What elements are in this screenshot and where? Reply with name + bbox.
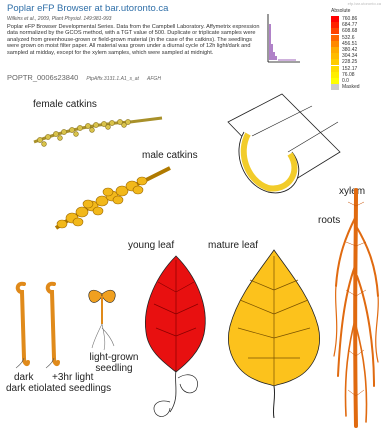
legend-swatch (331, 72, 339, 78)
legend-swatch (331, 47, 339, 53)
probe-id: PtpAffx.3131.1.A1_s_at (86, 76, 139, 82)
legend-label: 228.25 (342, 59, 357, 65)
legend-row: 456.51 (331, 41, 360, 47)
label-dark: dark (14, 372, 33, 383)
light-grown-seedling-image (84, 284, 120, 352)
legend-label: 0.0 (342, 78, 349, 84)
agi-id: AFGH (147, 76, 161, 82)
legend-swatch (331, 66, 339, 72)
label-female-catkins: female catkins (33, 99, 97, 110)
legend-row: 608.68 (331, 28, 360, 34)
male-catkins-image (50, 160, 178, 238)
label-young-leaf: young leaf (128, 240, 174, 251)
female-catkins-image (30, 112, 170, 152)
legend-label: 152.17 (342, 66, 357, 72)
legend-label: 760.86 (342, 16, 357, 22)
legend-label: 684.77 (342, 22, 357, 28)
legend-swatch (331, 22, 339, 28)
young-leaf-image (140, 252, 212, 420)
legend-swatch (331, 16, 339, 22)
legend-swatch (331, 84, 339, 90)
legend-label: 456.51 (342, 41, 357, 47)
legend-row: 228.25 (331, 59, 360, 65)
etiolated-seedlings-image (10, 278, 72, 370)
legend-label: 76.08 (342, 72, 355, 78)
label-light-grown-seedling: light-grown seedling (86, 352, 142, 374)
label-etiolated-seedlings: dark etiolated seedlings (6, 383, 111, 394)
citation: Wilkins et al., 2009, Plant Physiol. 149… (7, 16, 111, 22)
legend-row: 684.77 (331, 22, 360, 28)
xylem-stem-image (222, 92, 342, 202)
legend-title: Absolute (331, 8, 350, 14)
legend-row: 304.34 (331, 53, 360, 59)
legend-label: Masked (342, 84, 360, 90)
legend-label: 608.68 (342, 28, 357, 34)
legend-swatch (331, 28, 339, 34)
legend-row: 380.42 (331, 47, 360, 53)
legend-row: Masked (331, 84, 360, 90)
gene-info: POPTR_0006s23840 PtpAffx.3131.1.A1_s_at … (7, 73, 167, 82)
legend-swatch (331, 59, 339, 65)
watermark: efp.bar.utoronto.ca (348, 1, 381, 6)
roots-image (330, 186, 382, 434)
legend-swatch (331, 53, 339, 59)
page-title: Poplar eFP Browser at bar.utoronto.ca (7, 3, 168, 14)
legend-label: 380.42 (342, 47, 357, 53)
legend-row: 760.86 (331, 16, 360, 22)
legend-swatch (331, 35, 339, 41)
legend-swatch (331, 41, 339, 47)
legend-label: 532.6 (342, 35, 355, 41)
legend-row: 152.17 (331, 66, 360, 72)
expression-histogram (266, 12, 302, 66)
description-text: Poplar eFP Browser Developmental Series.… (7, 24, 265, 56)
label-light-3hr: +3hr light (52, 372, 93, 383)
legend-swatch (331, 78, 339, 84)
mature-leaf-image (224, 246, 324, 422)
gene-id: POPTR_0006s23840 (7, 73, 78, 82)
legend-label: 304.34 (342, 53, 357, 59)
